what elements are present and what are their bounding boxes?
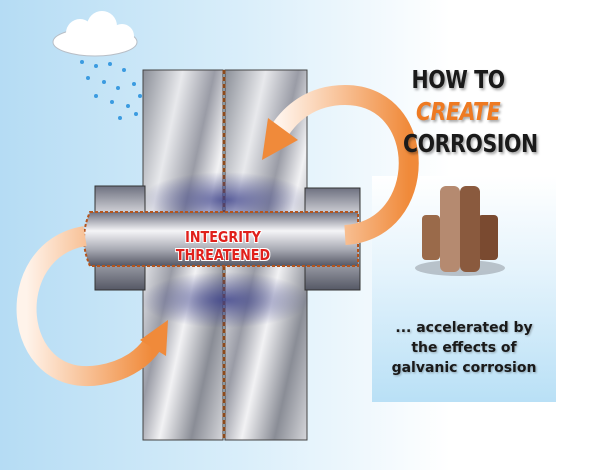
arrow-bottom-head xyxy=(140,320,168,356)
cloud-icon xyxy=(52,11,138,57)
caption-line2: the effects of xyxy=(411,340,517,356)
arrow-top-head xyxy=(262,118,298,160)
integrity-label: INTEGRITY THREATENED xyxy=(175,228,271,264)
arrow-top-icon xyxy=(271,84,419,245)
headline-prefix: HOW TO xyxy=(411,65,505,94)
caption-line1: ... accelerated by xyxy=(395,320,533,336)
rusty-flange-image xyxy=(415,186,505,276)
raindrops-icon xyxy=(80,60,142,120)
caption-line3: galvanic corrosion xyxy=(391,360,537,376)
caption: ... accelerated by the effects of galvan… xyxy=(380,318,548,378)
arrow-bottom-icon xyxy=(16,226,161,387)
headline-emphasis: CREATE xyxy=(415,97,501,126)
headline-line2: CORROSION xyxy=(403,129,538,158)
headline: HOW TO CREATE CORROSION xyxy=(372,64,544,160)
